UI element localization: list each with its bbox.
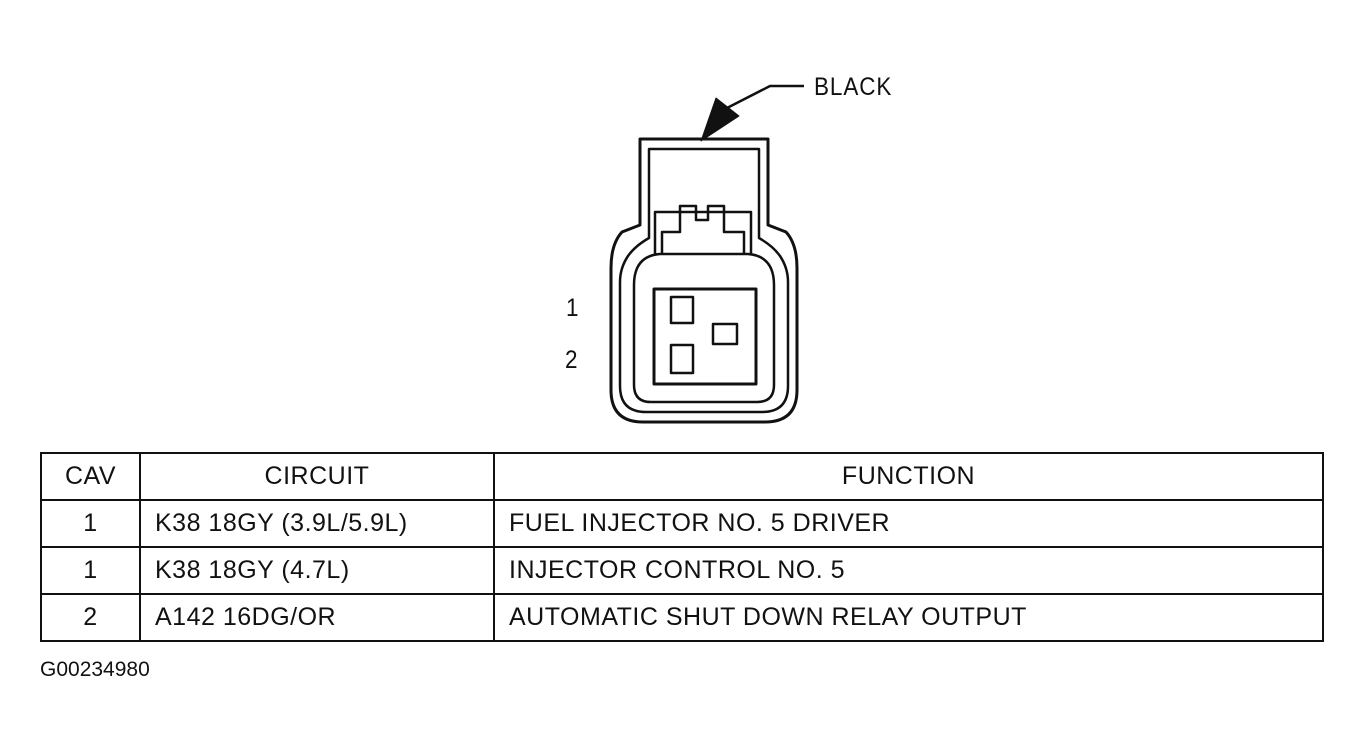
figure-id: G00234980 — [40, 658, 150, 681]
table-row: 2 A142 16DG/OR AUTOMATIC SHUT DOWN RELAY… — [40, 593, 1324, 642]
cavity-1 — [669, 295, 695, 325]
table-row: 1 K38 18GY (3.9L/5.9L) FUEL INJECTOR NO.… — [40, 499, 1324, 548]
pinout-table: CAV CIRCUIT FUNCTION 1 K38 18GY (3.9L/5.… — [40, 452, 1324, 642]
lock-tab-inner — [660, 204, 746, 254]
connector-color-label: BLACK — [814, 73, 893, 101]
row-cav: 1 — [40, 499, 141, 548]
lock-tab — [653, 210, 753, 254]
connector-housing-outer — [609, 137, 799, 424]
table-row: 1 K38 18GY (4.7L) INJECTOR CONTROL NO. 5 — [40, 546, 1324, 595]
row-function: FUEL INJECTOR NO. 5 DRIVER — [493, 499, 1324, 548]
row-cav: 2 — [40, 593, 141, 642]
cavity-label-1: 1 — [566, 294, 580, 322]
cavity-center — [711, 322, 739, 346]
connector-housing-inner — [618, 147, 790, 414]
table-header-row: CAV CIRCUIT FUNCTION — [40, 452, 1324, 501]
row-circuit: K38 18GY (3.9L/5.9L) — [139, 499, 495, 548]
header-cav: CAV — [40, 452, 141, 501]
cavity-label-2: 2 — [565, 346, 579, 374]
row-function: AUTOMATIC SHUT DOWN RELAY OUTPUT — [493, 593, 1324, 642]
connector-mating-face — [632, 252, 776, 404]
terminal-block — [652, 287, 758, 386]
row-function: INJECTOR CONTROL NO. 5 — [493, 546, 1324, 595]
color-leader-arrowhead — [700, 97, 740, 142]
connector-diagram — [609, 84, 804, 424]
row-circuit: K38 18GY (4.7L) — [139, 546, 495, 595]
row-circuit: A142 16DG/OR — [139, 593, 495, 642]
header-function: FUNCTION — [493, 452, 1324, 501]
cavity-2 — [669, 343, 695, 375]
header-circuit: CIRCUIT — [139, 452, 495, 501]
row-cav: 1 — [40, 546, 141, 595]
color-leader-line — [726, 84, 804, 110]
